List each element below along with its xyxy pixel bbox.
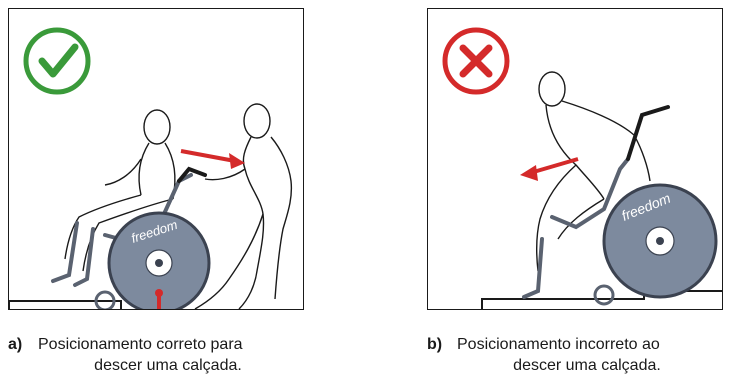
x-circle-icon (442, 27, 510, 95)
rear-wheel: freedom (107, 211, 211, 309)
front-caster-wheel (94, 290, 116, 309)
wheelchair-handle (626, 105, 670, 161)
panel-correct: freedom (8, 8, 304, 310)
check-circle-icon (23, 27, 91, 95)
wheelchair-handle (177, 166, 207, 183)
wheelchair-frame (522, 157, 630, 299)
caption-line-1: Posicionamento correto para (38, 336, 243, 353)
front-caster-wheel (593, 284, 615, 306)
illustration-incorrect: freedom (442, 27, 722, 309)
push-direction-arrow (180, 149, 245, 169)
seated-user-figure (64, 109, 176, 272)
panel-incorrect: freedom (427, 8, 723, 310)
helper-figure (194, 103, 293, 309)
tilt-direction-arrow (520, 157, 579, 181)
rear-wheel: freedom (602, 183, 718, 299)
caption-correct: a) Posicionamento correto para descer um… (8, 334, 308, 376)
caption-line-1: Posicionamento incorreto ao (457, 336, 660, 353)
caption-incorrect: b) Posicionamento incorreto ao descer um… (427, 334, 727, 376)
curb-edge (9, 300, 122, 309)
illustration-correct: freedom (9, 27, 293, 309)
caption-letter: b) (427, 336, 443, 353)
caption-letter: a) (8, 336, 23, 353)
downward-force-arrow (157, 293, 161, 309)
seated-user-figure (535, 71, 651, 272)
curb-edge (481, 290, 722, 309)
caption-line-2: descer uma calçada. (513, 357, 661, 374)
caption-line-2: descer uma calçada. (94, 357, 242, 374)
